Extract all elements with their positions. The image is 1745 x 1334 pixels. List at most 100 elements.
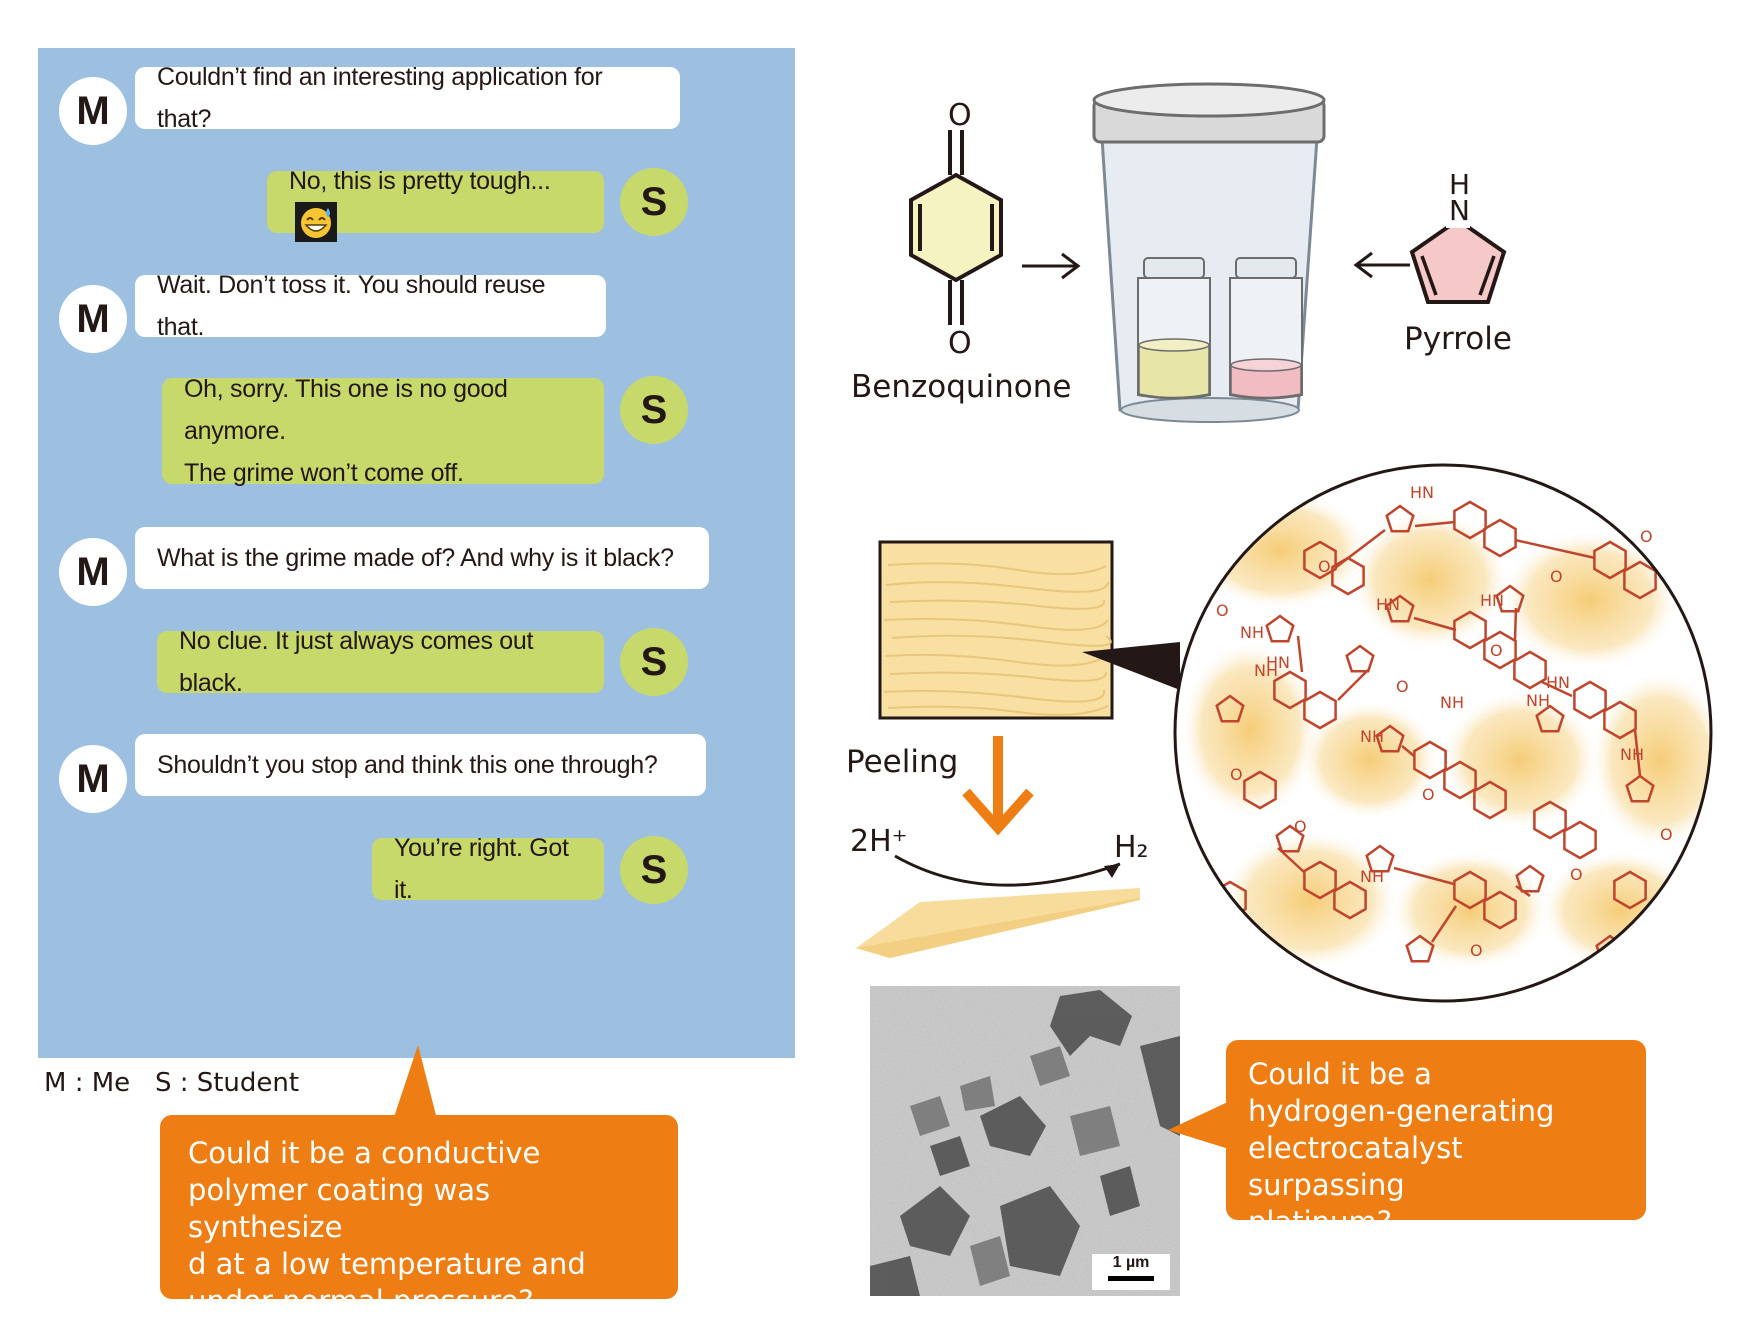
hydrogen-evolution-reaction — [856, 854, 1140, 958]
benzene-ring — [1473, 780, 1507, 820]
benzene-ring — [1483, 890, 1517, 930]
pyrrole-ring — [1385, 504, 1415, 533]
chat-panel: M Couldn’t find an interesting applicati… — [38, 48, 795, 1058]
message-text: Wait. Don’t toss it. You should reuse th… — [157, 271, 546, 341]
pyrrole-ring — [1365, 844, 1395, 873]
hn-label: HN — [1266, 653, 1290, 672]
message-text: You’re right. Got it. — [394, 834, 569, 904]
hn-label: HN — [1480, 591, 1504, 610]
avatar-student: S — [620, 628, 688, 696]
bond-line — [1393, 866, 1455, 886]
pyrrole-ring — [1265, 614, 1295, 643]
bond-line — [1633, 729, 1642, 777]
callout-line: Could it be a conductive — [188, 1136, 541, 1170]
o-label: O — [1660, 825, 1673, 844]
bond-line — [1513, 607, 1518, 641]
zoom-wedge — [1082, 642, 1180, 690]
o-label: O — [1550, 567, 1563, 586]
callout-pointer — [392, 1045, 438, 1123]
o-label: O — [1318, 557, 1331, 576]
benzene-ring — [1333, 880, 1367, 920]
message-text: No clue. It just always comes out black. — [179, 627, 534, 697]
chat-bubble-me: Couldn’t find an interesting application… — [135, 63, 680, 133]
molecular-atom-labels: HN NH HN NH HN NH NH HN NH NH HN NH O O … — [1216, 483, 1673, 960]
o-label: O — [1640, 527, 1653, 546]
bond-line — [1296, 635, 1304, 673]
callout-pointer — [1168, 1100, 1232, 1150]
oxygen-top-label: O — [948, 98, 972, 133]
pyrrole-ring — [1515, 864, 1545, 893]
pyrrole-ring — [1215, 694, 1245, 723]
benzene-ring — [1563, 820, 1597, 860]
message-text: Oh, sorry. This one is no good anymore. — [184, 375, 508, 445]
benzene-ring — [1513, 650, 1547, 690]
nh-label: NH — [1360, 727, 1384, 746]
speaker-legend: M : Me S : Student — [44, 1068, 300, 1098]
message-text: Shouldn’t you stop and think this one th… — [157, 751, 658, 779]
reactant-label: 2H⁺ — [850, 824, 908, 859]
pyrrole-structure — [1409, 198, 1507, 304]
chat-bubble-student: You’re right. Got it. — [372, 834, 604, 904]
chat-bubble-me: Wait. Don’t toss it. You should reuse th… — [135, 271, 606, 341]
bond-line — [1414, 520, 1456, 528]
benzene-ring — [1303, 690, 1337, 730]
bond-line — [1541, 680, 1573, 698]
benzene-ring — [1453, 610, 1487, 650]
pyrrole-ring — [1495, 584, 1525, 613]
pyrrole-ring — [1405, 934, 1435, 963]
hn-label: HN — [1410, 483, 1434, 502]
benzene-ring — [1593, 540, 1627, 580]
callout-line: Could it be a — [1248, 1057, 1432, 1091]
bond-line — [1401, 745, 1415, 757]
nh-label: NH — [1526, 691, 1550, 710]
chat-bubble-me: Shouldn’t you stop and think this one th… — [135, 734, 706, 796]
benzene-ring — [1453, 870, 1487, 910]
bond-line — [1334, 529, 1386, 569]
bond-line — [1277, 847, 1305, 873]
benzene-ring — [1273, 670, 1307, 710]
pyrrole-ring — [1345, 644, 1375, 673]
hn-label: HN — [1546, 673, 1570, 692]
message-text: What is the grime made of? And why is it… — [157, 544, 674, 572]
benzene-ring — [1483, 630, 1517, 670]
nh-label: NH — [1240, 623, 1264, 642]
o-label: O — [1294, 817, 1307, 836]
pyrrole-ring — [1535, 704, 1565, 733]
callout-line: platinum? — [1248, 1205, 1393, 1239]
callout-line: under normal pressure? — [188, 1284, 534, 1318]
pyrrole-ring — [1275, 824, 1305, 853]
benzene-ring — [1603, 700, 1637, 740]
callout-line: d at a low temperature and — [188, 1247, 586, 1281]
nh-label: NH — [1440, 693, 1464, 712]
o-label: O — [1216, 601, 1229, 620]
avatar-student: S — [620, 376, 688, 444]
o-label: O — [1230, 765, 1243, 784]
o-label: O — [1570, 865, 1583, 884]
scale-bar-label: 1 µm — [1112, 1254, 1150, 1271]
bond-line — [1413, 616, 1457, 632]
peeling-label: Peeling — [846, 744, 959, 780]
avatar-me: M — [59, 285, 127, 353]
o-label: O — [1396, 677, 1409, 696]
callout-electrocatalyst: Could it be a hydrogen-generating electr… — [1226, 1040, 1646, 1239]
benzene-ring — [1613, 870, 1647, 910]
benzoquinone-label: Benzoquinone — [851, 369, 1072, 405]
chat-bubble-student: No clue. It just always comes out black. — [157, 627, 604, 697]
benzene-ring — [1303, 540, 1337, 580]
synthesis-scheme — [909, 82, 1507, 423]
pyrrole-ring — [1385, 594, 1415, 623]
benzene-ring — [1483, 518, 1517, 558]
benzene-ring — [1331, 556, 1365, 596]
nh-label: NH — [1360, 867, 1384, 886]
bond-line — [1514, 538, 1596, 560]
callout-line: electrocatalyst surpassing — [1248, 1131, 1463, 1202]
pyrrole-label: Pyrrole — [1404, 321, 1512, 357]
pyrrole-ring — [1375, 724, 1405, 753]
callout-line: hydrogen-generating — [1248, 1094, 1555, 1128]
pyrrole-ring — [1625, 774, 1655, 803]
peeling-arrow-icon — [962, 736, 1034, 836]
tem-micrograph — [870, 986, 1180, 1296]
bond-line — [1515, 884, 1531, 898]
callout-line: polymer coating was synthesize — [188, 1173, 491, 1244]
avatar-me: M — [59, 77, 127, 145]
